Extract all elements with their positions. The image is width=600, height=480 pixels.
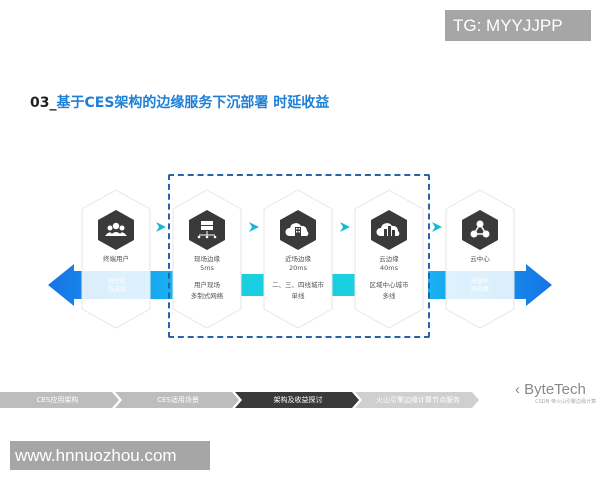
- slide-title: 03_基于CES架构的边缘服务下沉部署 时延收益: [30, 92, 329, 112]
- chevron-right-icon: [432, 222, 442, 232]
- logo-name: ByteTech: [524, 381, 586, 398]
- card-label-text: 云边缘: [379, 255, 399, 263]
- cloud-topology-icon: [462, 210, 498, 250]
- title-text: 基于CES架构的边缘服务下沉部署 时延收益: [56, 95, 330, 111]
- right-arrow-label: 高效率 高密集: [460, 278, 500, 294]
- breadcrumb-item[interactable]: CES适用场景: [157, 396, 199, 404]
- logo-chevron-icon: ‹: [515, 381, 525, 398]
- card-label-text: 近场边缘: [285, 255, 311, 263]
- card-latency: 20ms: [289, 264, 307, 272]
- chevron-right-icon: [340, 222, 350, 232]
- card-cloud-edge: 云边缘 40ms 区域中心城市 多线: [354, 189, 424, 329]
- right-arrow-line: 高密集: [470, 286, 489, 293]
- watermark-top: TG: MYYJJPP: [445, 10, 591, 41]
- server-network-icon: [189, 210, 225, 250]
- card-desc-line: 用户现场: [194, 281, 220, 289]
- breadcrumb-item[interactable]: CES应用架构: [36, 396, 79, 404]
- card-desc: 二、三、四线城市 单线: [263, 280, 333, 302]
- left-arrow-line: 低时延: [107, 278, 126, 285]
- card-desc-line: 单线: [291, 292, 305, 300]
- card-label: 现场边缘 5ms: [172, 255, 242, 273]
- section-number: 03_: [30, 95, 57, 111]
- connector-bar: [331, 274, 356, 296]
- card-label: 近场边缘 20ms: [263, 255, 333, 273]
- card-latency: 40ms: [380, 264, 398, 272]
- card-desc-line: 多制式网络: [190, 292, 224, 300]
- card-cloud-center: 云中心: [445, 189, 515, 329]
- card-onsite-edge: 现场边缘 5ms 用户现场 多制式网络: [172, 189, 242, 329]
- card-desc-line: 二、三、四线城市: [272, 281, 324, 289]
- edge-scope-frame: [168, 174, 430, 338]
- cloud-city-icon: [371, 210, 407, 250]
- bytetech-logo: ‹ ByteTech CSDN 帝火山引擎边缘计算: [515, 381, 600, 406]
- breadcrumb-shapes: [0, 392, 479, 408]
- logo-subtitle: CSDN 帝火山引擎边缘计算: [535, 399, 596, 405]
- card-desc: 区域中心城市 多线: [354, 280, 424, 302]
- card-label-text: 现场边缘: [194, 255, 220, 263]
- left-arrow-line: 低成本: [107, 286, 126, 293]
- breadcrumb-item-active[interactable]: 架构及收益探讨: [273, 396, 323, 404]
- breadcrumb-item[interactable]: 火山引擎边缘计算节点服务: [376, 396, 460, 404]
- card-desc-line: 多线: [382, 292, 396, 300]
- card-desc: 用户现场 多制式网络: [172, 280, 242, 302]
- card-desc-line: 区域中心城市: [369, 281, 409, 289]
- breadcrumb: CES应用架构 CES适用场景 架构及收益探讨 火山引擎边缘计算节点服务: [0, 392, 480, 408]
- right-arrow-line: 高效率: [470, 278, 489, 285]
- chevron-right-icon: [156, 222, 166, 232]
- chevron-right-icon: [249, 222, 259, 232]
- card-near-edge: 近场边缘 20ms 二、三、四线城市 单线: [263, 189, 333, 329]
- connector-bar: [240, 274, 265, 296]
- card-label: 终端用户: [103, 255, 129, 263]
- card-label: 云边缘 40ms: [354, 255, 424, 273]
- card-label: 云中心: [470, 255, 490, 263]
- cloud-building-icon: [280, 210, 316, 250]
- left-arrow-label: 低时延 低成本: [97, 278, 137, 294]
- card-latency: 5ms: [200, 264, 214, 272]
- card-terminal-user: 终端用户: [81, 189, 151, 329]
- watermark-bottom: www.hnnuozhou.com: [10, 441, 210, 470]
- users-icon: [98, 210, 134, 250]
